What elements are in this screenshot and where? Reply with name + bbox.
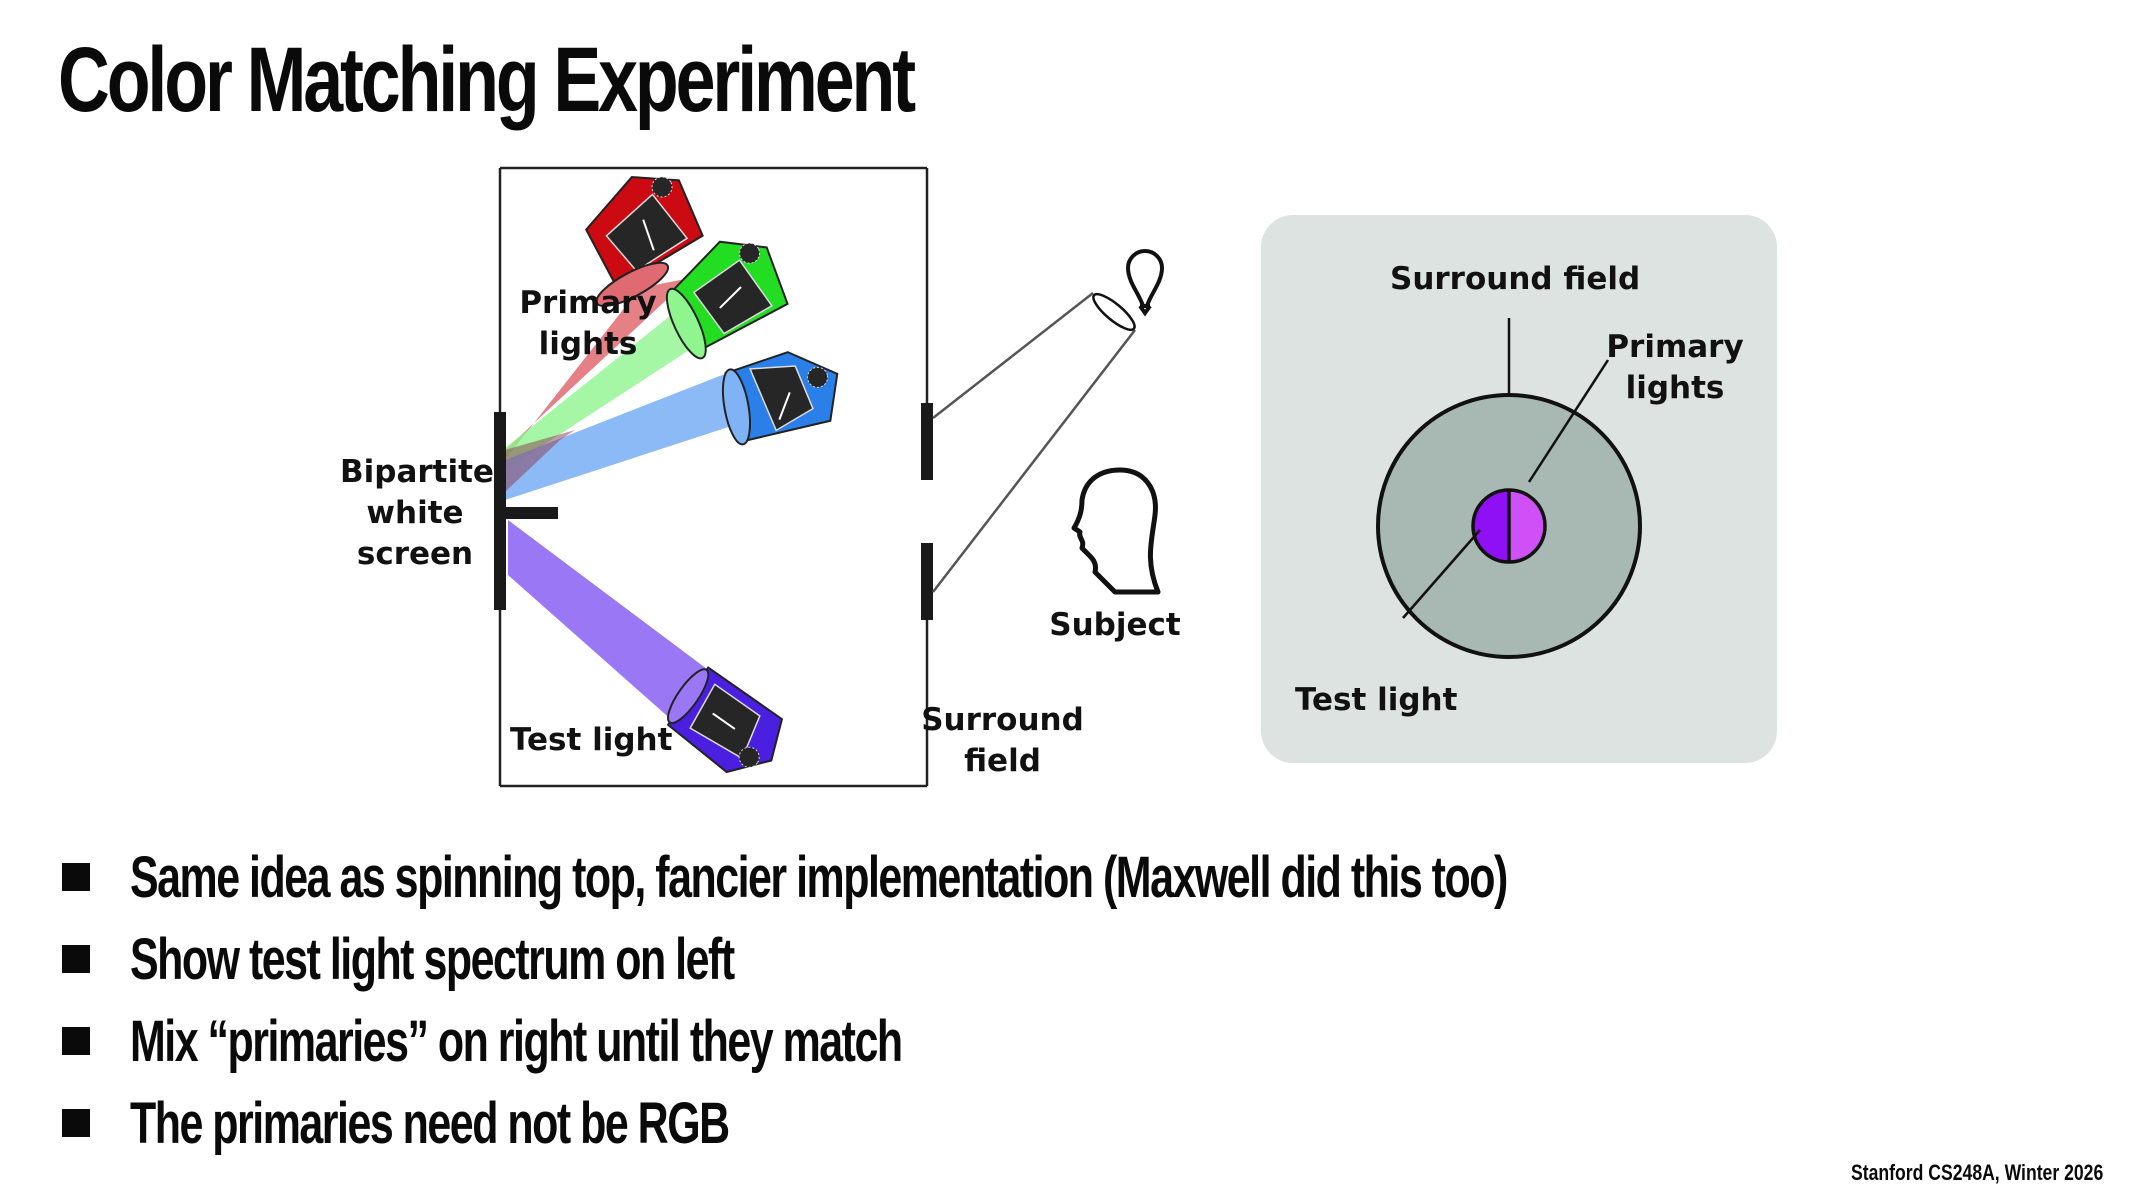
bullet-item: Same idea as spinning top, fancier imple… bbox=[62, 836, 1991, 918]
bullet-item: The primaries need not be RGB bbox=[62, 1082, 1991, 1164]
subject-head-icon bbox=[1071, 467, 1161, 595]
bipartite-label-line3: screen bbox=[356, 536, 474, 572]
aperture-top bbox=[921, 403, 933, 480]
green-projector bbox=[665, 240, 789, 360]
bipartite-label-line1: Bipartite bbox=[340, 454, 494, 490]
test-projector bbox=[666, 666, 784, 774]
bullet-list: Same idea as spinning top, fancier imple… bbox=[62, 836, 1991, 1164]
course-footer: Stanford CS248A, Winter 2026 bbox=[1850, 1160, 2103, 1185]
panel-primary-line2: lights bbox=[1625, 370, 1725, 406]
primary-lights-half bbox=[1509, 490, 1545, 562]
primary-lights-label: Primary lights bbox=[518, 283, 658, 365]
viewing-cone bbox=[932, 292, 1136, 593]
bullet-text: Mix “primaries” on right until they matc… bbox=[130, 1008, 903, 1074]
test-pointer bbox=[1402, 529, 1481, 619]
blue-projector bbox=[721, 351, 839, 446]
panel-primary-line1: Primary bbox=[1606, 329, 1744, 365]
bullet-item: Show test light spectrum on left bbox=[62, 918, 1991, 1000]
red-projector bbox=[584, 176, 704, 307]
test-light-label: Test light bbox=[510, 722, 673, 758]
surround-label-line2: field bbox=[964, 743, 1041, 779]
slide-title: Color Matching Experiment bbox=[58, 29, 916, 131]
green-beam bbox=[505, 288, 720, 470]
bullet-square-icon bbox=[62, 1109, 90, 1137]
bullet-square-icon bbox=[62, 863, 90, 891]
bullet-text: Same idea as spinning top, fancier imple… bbox=[130, 844, 1508, 910]
test-light-half bbox=[1473, 490, 1509, 562]
primary-lights-label-line2: lights bbox=[538, 326, 638, 362]
bullet-item: Mix “primaries” on right until they matc… bbox=[62, 1000, 1991, 1082]
bullet-square-icon bbox=[62, 945, 90, 973]
panel-test-light-label: Test light bbox=[1295, 682, 1458, 718]
primary-pointer bbox=[1527, 359, 1610, 483]
blue-beam bbox=[505, 370, 750, 500]
aperture-bottom bbox=[921, 543, 933, 620]
light-bulb-icon bbox=[1125, 249, 1165, 317]
panel-primary-lights-label: Primary lights bbox=[1600, 327, 1750, 409]
surround-field-label: Surround field bbox=[920, 700, 1085, 782]
primary-lights-label-line1: Primary bbox=[519, 285, 657, 321]
bipartite-screen-label: Bipartite white screen bbox=[340, 452, 494, 575]
panel-surround-field-label: Surround field bbox=[1390, 261, 1641, 297]
subject-label: Subject bbox=[1049, 607, 1181, 643]
red-beam-overlay bbox=[505, 430, 575, 492]
apparatus-box bbox=[498, 166, 929, 788]
test-beam bbox=[508, 520, 735, 745]
screen-divider bbox=[500, 507, 558, 519]
bullet-text: Show test light spectrum on left bbox=[130, 926, 735, 992]
surround-label-line1: Surround bbox=[921, 702, 1084, 738]
bullet-square-icon bbox=[62, 1027, 90, 1055]
bipartite-label-line2: white bbox=[366, 495, 464, 531]
bullet-text: The primaries need not be RGB bbox=[130, 1090, 730, 1156]
